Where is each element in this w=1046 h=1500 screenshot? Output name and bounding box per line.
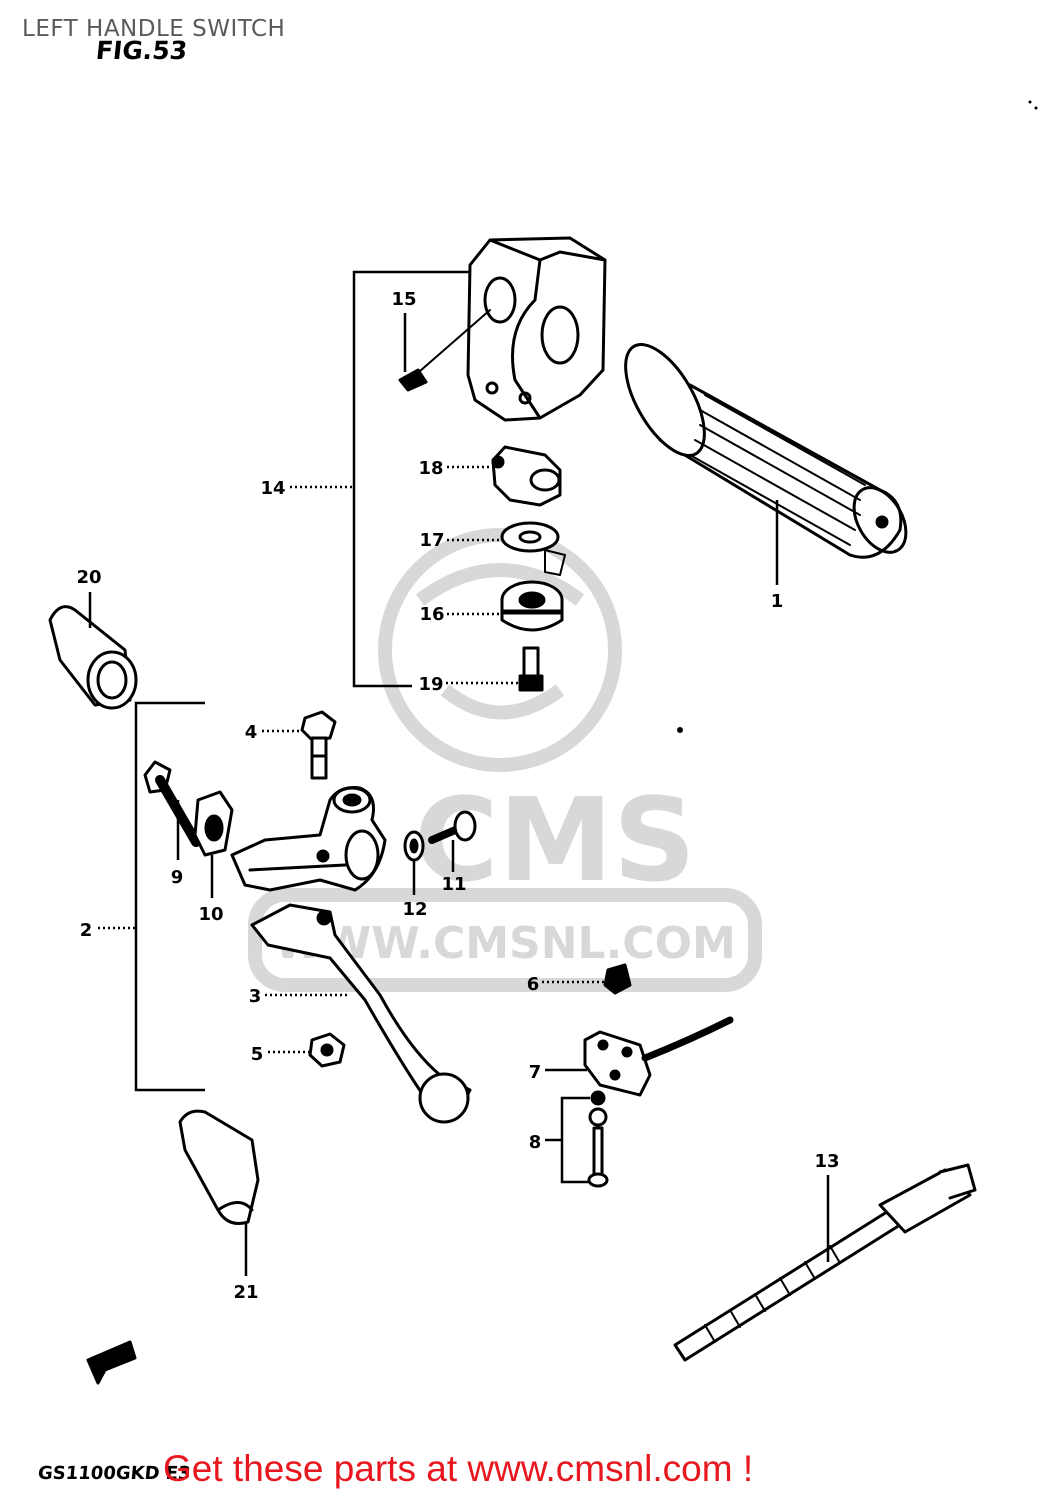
part-13-cable-tie [673,1163,977,1362]
get-parts-link[interactable]: Get these parts at www.cmsnl.com ! [163,1448,754,1489]
callout-15: 15 [391,289,416,310]
callout-21: 21 [233,1282,258,1303]
part-14-switch-housing [466,236,607,422]
watermark-mascot-cap [415,563,585,606]
callout-3: 3 [249,986,262,1007]
part-2-bracket [230,786,387,892]
callout-2: 2 [80,920,93,941]
leader-lines [88,270,830,1276]
part-16-rotor [500,580,564,632]
watermark-brand: CMS [414,774,696,908]
callout-12: 12 [402,899,427,920]
part-9-bolt [143,760,201,847]
part-5-nut [308,1032,346,1068]
watermark-mascot-head [378,528,622,772]
part-4-bolt [300,710,337,780]
watermark: CMS WWW.CMSNL.COM [248,528,762,992]
callout-4: 4 [245,722,258,743]
part-11-screw [428,810,477,844]
callout-1: 1 [771,591,784,612]
callout-14: 14 [260,478,285,499]
part-17-washer [500,521,566,576]
part-19-pin [518,646,544,692]
callout-13: 13 [814,1151,839,1172]
callout-20: 20 [76,567,101,588]
page-title: LEFT HANDLE SWITCH [22,16,286,42]
part-20-boot [48,605,138,710]
callout-7: 7 [529,1062,542,1083]
part-7-cable-holder [583,1016,734,1097]
callout-19: 19 [418,674,443,695]
callout-18: 18 [418,458,443,479]
callout-8: 8 [529,1132,542,1153]
callout-9: 9 [171,867,184,888]
part-21-cover [178,1109,260,1225]
part-6-clip [603,963,632,995]
callout-6: 6 [527,974,540,995]
part-10-nut [193,790,234,857]
watermark-mascot-smile [440,684,565,720]
part-12-washer [403,830,425,862]
scan-specks [677,100,1038,733]
front-direction-arrow-icon [86,1340,137,1385]
part-18-knob [491,445,562,507]
part-15-screw [398,309,491,392]
callout-16: 16 [419,604,444,625]
callout-17: 17 [419,530,444,551]
callout-11: 11 [441,874,466,895]
part-1-grip [624,343,908,559]
callout-10: 10 [198,904,223,925]
callout-5: 5 [251,1044,264,1065]
part-8-screw [587,1090,609,1188]
callout-numbers: 1 2 3 4 5 6 7 8 9 10 11 12 13 14 15 16 1… [76,289,839,1303]
part-3-lever [250,903,472,1124]
watermark-url-box [248,888,762,992]
